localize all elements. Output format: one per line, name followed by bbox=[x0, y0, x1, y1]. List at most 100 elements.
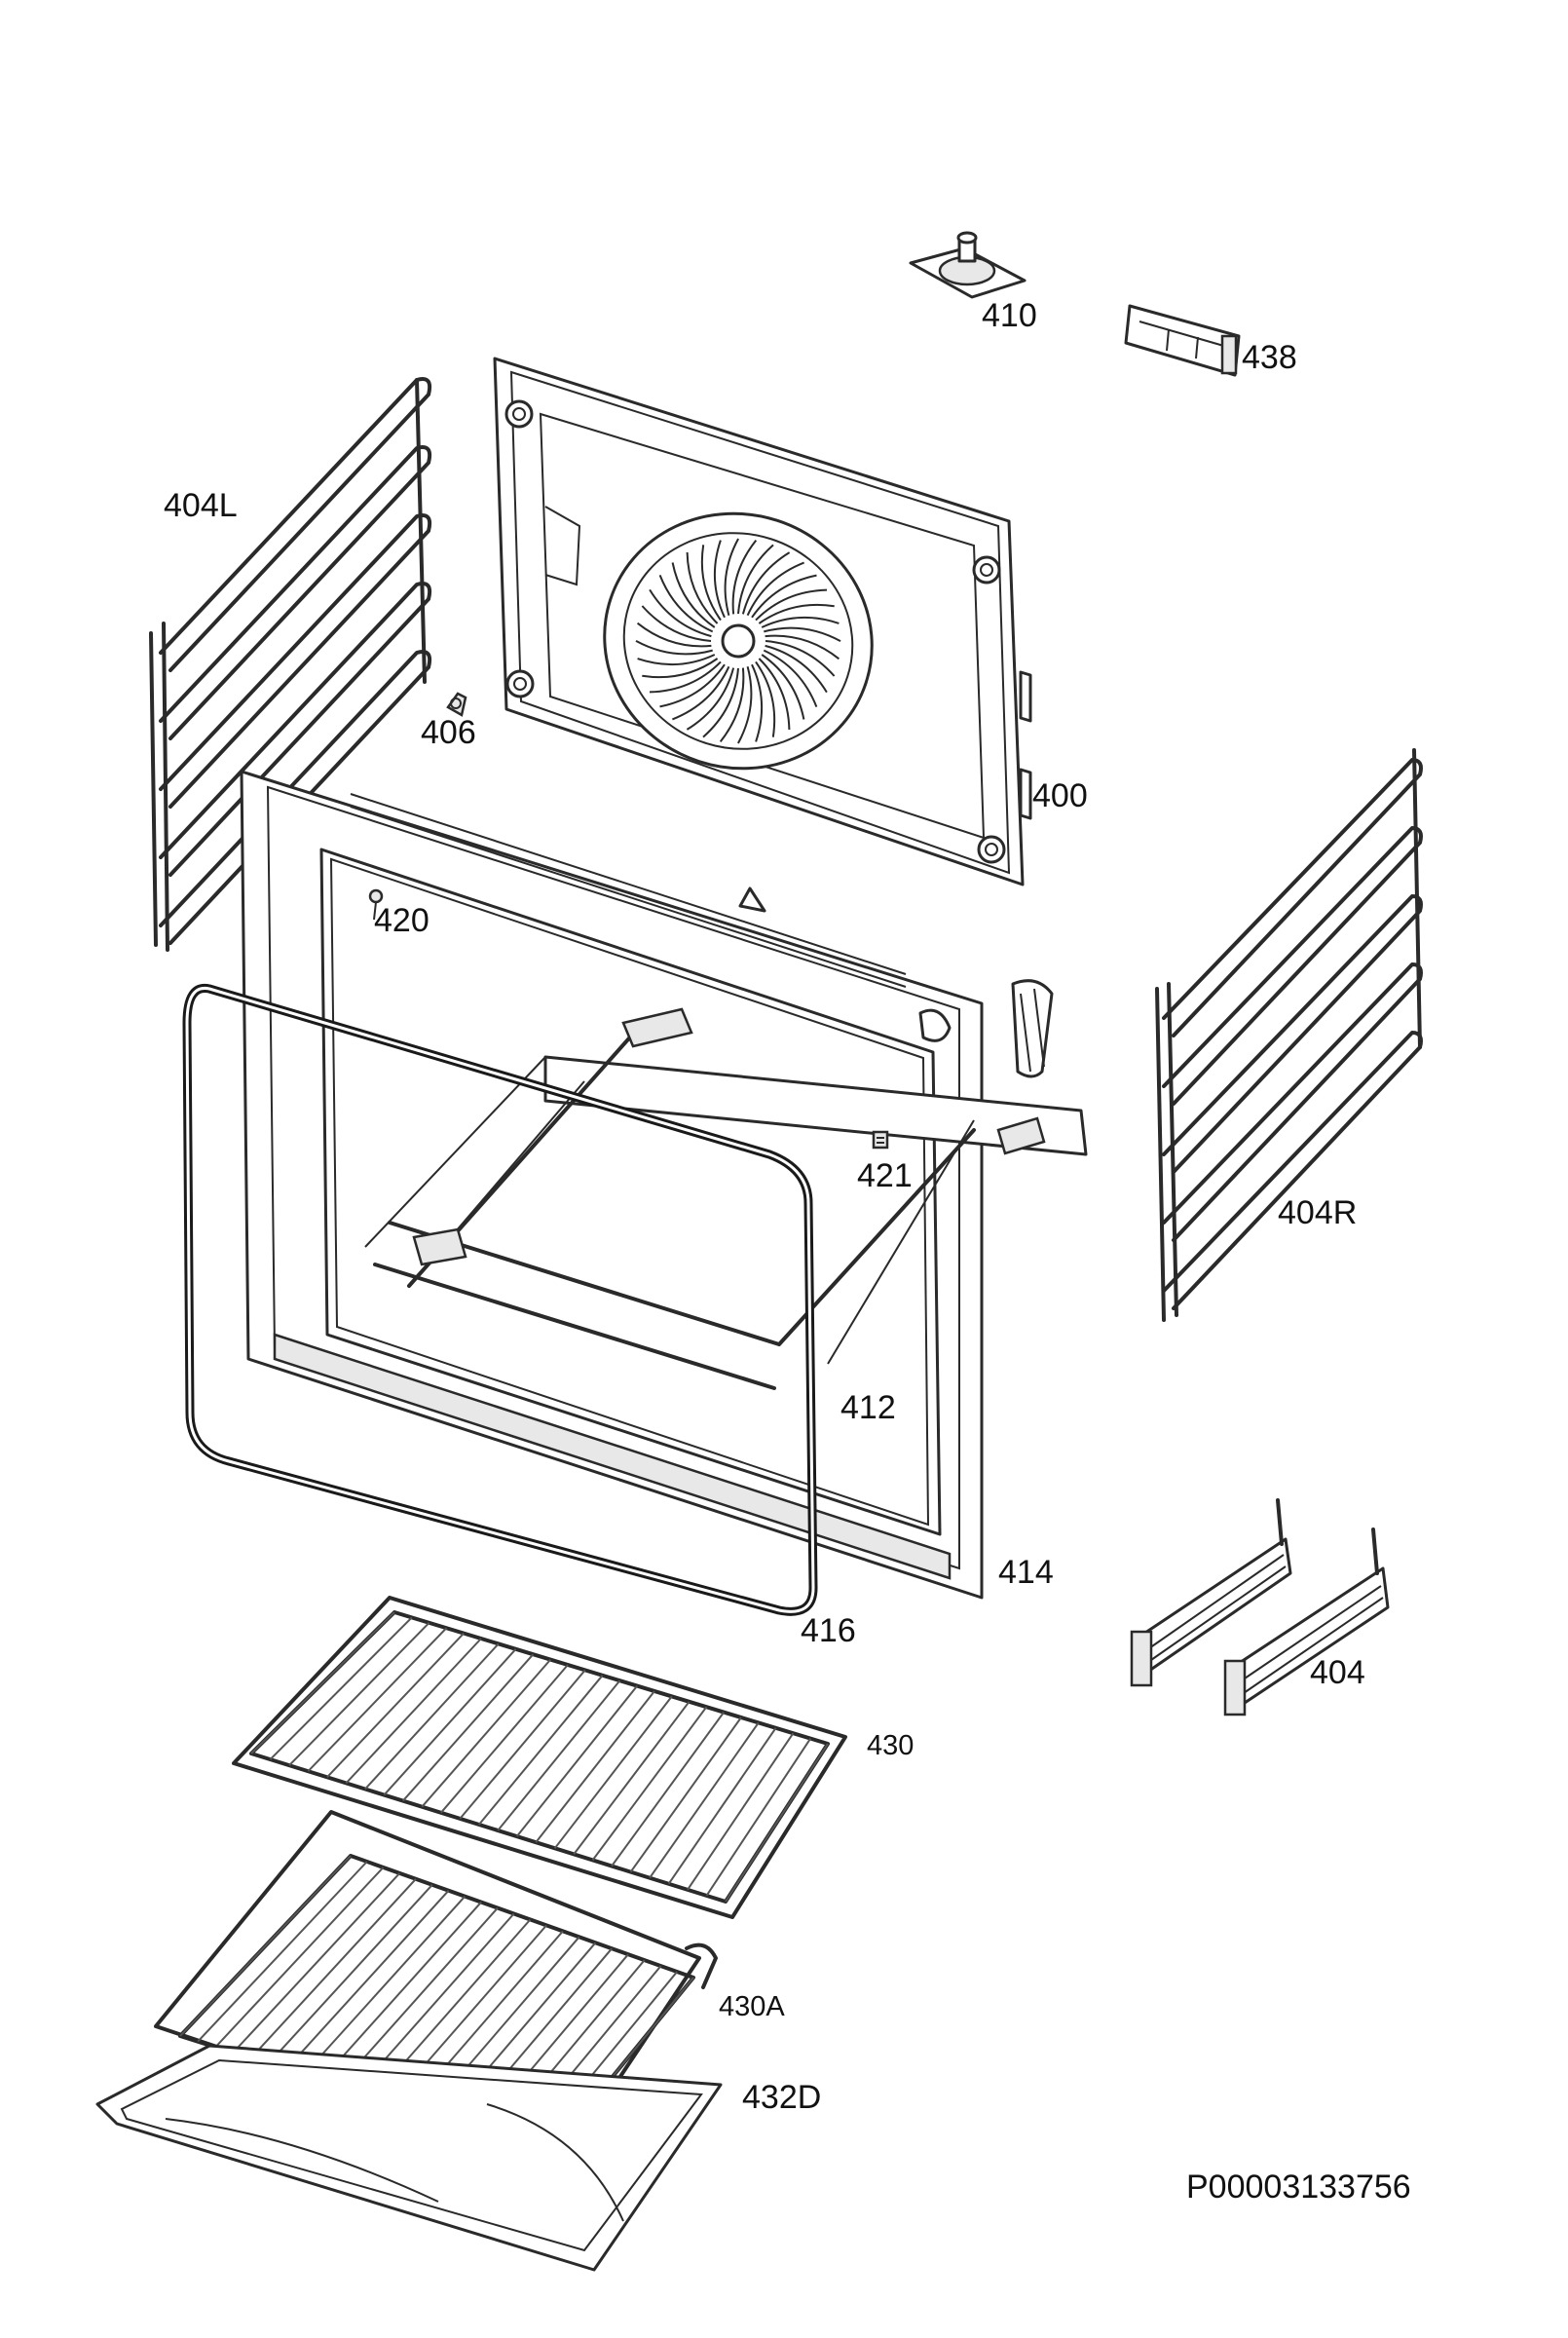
fan-blade bbox=[686, 667, 735, 731]
fan-blade bbox=[761, 654, 805, 720]
label-400: 400 bbox=[1032, 777, 1088, 814]
fan-blade bbox=[746, 561, 804, 617]
rack-left-post bbox=[415, 378, 427, 684]
fan-blade bbox=[659, 663, 726, 708]
shelf-bar bbox=[288, 1622, 430, 1766]
part-414-drawing bbox=[240, 770, 1088, 1600]
shelf-bar bbox=[459, 1669, 586, 1820]
shelf-bar bbox=[705, 1738, 812, 1897]
label-404R: 404R bbox=[1278, 1194, 1358, 1231]
part-404R-drawing bbox=[1155, 748, 1423, 1322]
rack-right-post bbox=[1412, 748, 1422, 1049]
fan-blade bbox=[765, 634, 840, 660]
label-404L: 404L bbox=[164, 487, 238, 524]
shelf-bar bbox=[629, 1716, 742, 1873]
part-438-drawing bbox=[1124, 304, 1241, 377]
shelf-bar bbox=[591, 1706, 708, 1861]
fan-blade bbox=[731, 539, 758, 615]
fan-blade bbox=[765, 640, 836, 677]
fan-blade bbox=[713, 540, 726, 619]
shelf-bar bbox=[611, 1712, 726, 1867]
shelf-bar bbox=[345, 1638, 482, 1785]
shelf-bar bbox=[421, 1658, 551, 1808]
fan-blade bbox=[751, 663, 764, 742]
label-430: 430 bbox=[867, 1730, 915, 1761]
fan-blade bbox=[636, 622, 712, 648]
rack-right-post bbox=[1155, 987, 1166, 1322]
part-421-drawing bbox=[872, 1130, 889, 1150]
rack-right-rung bbox=[1162, 758, 1423, 1037]
rack-left-rung bbox=[159, 513, 432, 809]
label-406: 406 bbox=[421, 714, 476, 751]
part-416-drawing bbox=[182, 983, 818, 1616]
shelf-bar bbox=[535, 1690, 655, 1843]
fan-blade bbox=[737, 544, 774, 615]
fan-blade bbox=[672, 665, 730, 721]
fan-blade bbox=[761, 616, 840, 628]
fan-blade bbox=[649, 588, 712, 638]
part-400-drawing bbox=[493, 357, 1032, 886]
fan-blade bbox=[649, 660, 722, 694]
shelf-bar bbox=[307, 1627, 448, 1772]
shelf-bar bbox=[250, 1611, 395, 1754]
fan-blade bbox=[755, 660, 776, 737]
fan-blade bbox=[671, 562, 716, 628]
shelf-bar bbox=[573, 1701, 691, 1856]
label-438: 438 bbox=[1242, 339, 1297, 376]
rack-right-rung bbox=[1162, 894, 1423, 1174]
part-406-drawing bbox=[446, 692, 467, 717]
grid-bar bbox=[214, 1867, 385, 2049]
fan-blade bbox=[755, 588, 828, 622]
fan-blade bbox=[686, 551, 719, 624]
shelf-bar bbox=[383, 1648, 517, 1796]
fan-blade bbox=[635, 640, 713, 656]
part-420-drawing bbox=[368, 888, 384, 921]
shelf-bar bbox=[725, 1743, 829, 1903]
grid-bar bbox=[302, 1896, 467, 2076]
label-432D: 432D bbox=[742, 2079, 822, 2116]
shelf-bar bbox=[515, 1684, 638, 1837]
shelf-bar bbox=[497, 1679, 621, 1831]
shelf-bar bbox=[687, 1732, 795, 1891]
fan-blade bbox=[758, 603, 835, 624]
document-id: P00003133756 bbox=[1186, 2168, 1411, 2206]
shelf-bar bbox=[402, 1653, 535, 1802]
fan-blade bbox=[737, 666, 753, 744]
fan-blade bbox=[758, 658, 791, 731]
grid-bar bbox=[179, 1855, 352, 2037]
rack-right-post bbox=[1167, 982, 1178, 1317]
fan-blade bbox=[741, 551, 791, 615]
label-410: 410 bbox=[982, 297, 1037, 334]
fan-blade bbox=[641, 605, 712, 642]
shelf-bar bbox=[478, 1675, 604, 1826]
fan-blade bbox=[764, 626, 841, 642]
part-432D-drawing bbox=[95, 2044, 723, 2272]
rack-left-post bbox=[149, 631, 158, 947]
shelf-bar bbox=[269, 1616, 413, 1760]
shelf-bar bbox=[553, 1695, 673, 1849]
shelf-bar bbox=[440, 1664, 569, 1814]
rack-left-rung bbox=[159, 582, 432, 877]
shelf-bar bbox=[364, 1642, 500, 1791]
label-404: 404 bbox=[1310, 1654, 1365, 1691]
label-421: 421 bbox=[857, 1157, 913, 1194]
grid-bar bbox=[284, 1890, 450, 2070]
label-416: 416 bbox=[801, 1612, 856, 1649]
shelf-bar bbox=[667, 1727, 777, 1885]
grid-bar bbox=[249, 1878, 417, 2059]
label-414: 414 bbox=[998, 1554, 1054, 1591]
shelf-bar bbox=[649, 1721, 760, 1879]
rack-left-rung bbox=[159, 650, 432, 945]
fan-blade bbox=[763, 649, 818, 707]
rack-right-rung bbox=[1162, 826, 1423, 1106]
fan-blade bbox=[751, 574, 817, 619]
part-410-drawing bbox=[909, 231, 1027, 299]
label-420: 420 bbox=[374, 902, 429, 939]
grid-bar bbox=[232, 1872, 401, 2054]
fan-blade bbox=[637, 654, 716, 666]
grid-bar bbox=[267, 1884, 433, 2065]
fan-blade bbox=[719, 667, 745, 743]
fan-blade bbox=[700, 545, 722, 622]
fan-blade bbox=[642, 658, 719, 679]
